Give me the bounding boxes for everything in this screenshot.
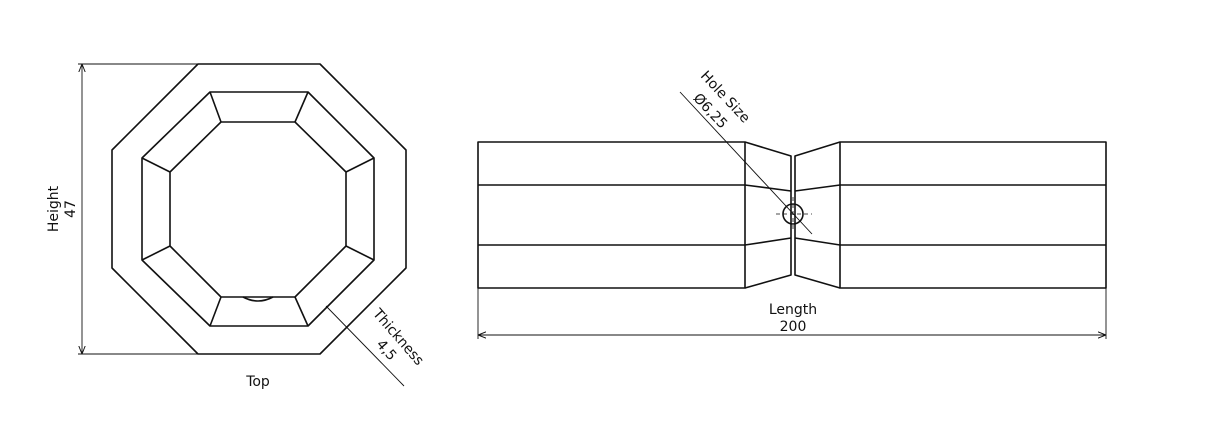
height-label: Height: [46, 185, 62, 232]
inner-octagon: [169, 121, 347, 298]
side-view: Hole Size Ø6,25 Length 200: [477, 68, 1107, 339]
top-view: Height 47 Thickness 4,5 Top: [46, 63, 427, 390]
length-dimension: Length 200: [477, 288, 1107, 339]
thickness-dimension: Thickness 4,5: [325, 305, 427, 387]
hole-notch: [242, 296, 274, 302]
height-value: 47: [63, 200, 79, 218]
left-section: [477, 141, 746, 289]
height-dimension: Height 47: [46, 63, 198, 355]
length-value: 200: [780, 319, 807, 335]
top-view-label: Top: [245, 374, 270, 390]
chamfer-lines: [141, 91, 375, 327]
right-section: [839, 141, 1107, 289]
hole-size-dimension: Hole Size Ø6,25: [679, 68, 813, 235]
length-label: Length: [769, 302, 817, 318]
tapered-waist: [744, 141, 841, 289]
outer-octagon: [111, 63, 407, 355]
middle-octagon: [141, 91, 375, 327]
